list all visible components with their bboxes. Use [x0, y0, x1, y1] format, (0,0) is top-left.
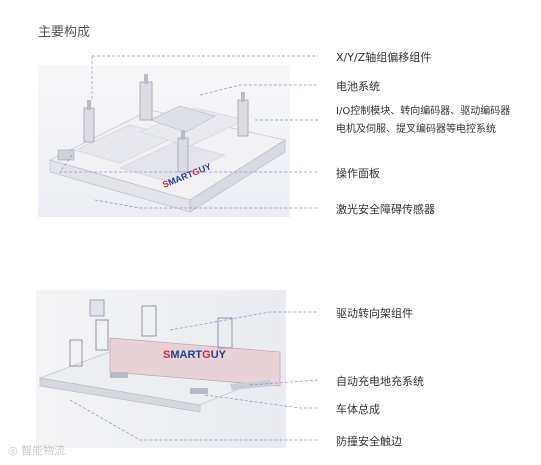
section-title: 主要构成	[38, 25, 91, 40]
label-auto-charging: 自动充电地充系统	[336, 375, 424, 388]
watermark: ◎ 智能物流	[8, 442, 65, 458]
label-collision-edge: 防撞安全触边	[336, 435, 402, 448]
label-operation-panel: 操作面板	[336, 167, 380, 180]
label-xyz-offset: X/Y/Z轴组偏移组件	[336, 51, 432, 64]
bottom-vehicle-image: SMARTGUY	[36, 290, 286, 448]
label-battery-system: 电池系统	[336, 80, 380, 93]
bottom-leader-lines	[69, 311, 319, 441]
top-vehicle-image: SMARTGUY	[38, 65, 290, 217]
label-drive-steering: 驱动转向架组件	[336, 307, 413, 320]
label-vehicle-body: 车体总成	[336, 403, 380, 416]
top-leader-lines	[59, 55, 318, 209]
label-electric-control: 电机及伺服、提叉编码器等电控系统	[336, 124, 496, 135]
watermark-icon: ◎	[8, 444, 22, 457]
label-io-module: I/O控制模块、转向编码器、驱动编码器	[336, 106, 511, 117]
watermark-text: 智能物流	[21, 444, 66, 457]
svg-text:SMARTGUY: SMARTGUY	[163, 349, 227, 361]
label-laser-sensor: 激光安全障碍传感器	[336, 203, 435, 216]
